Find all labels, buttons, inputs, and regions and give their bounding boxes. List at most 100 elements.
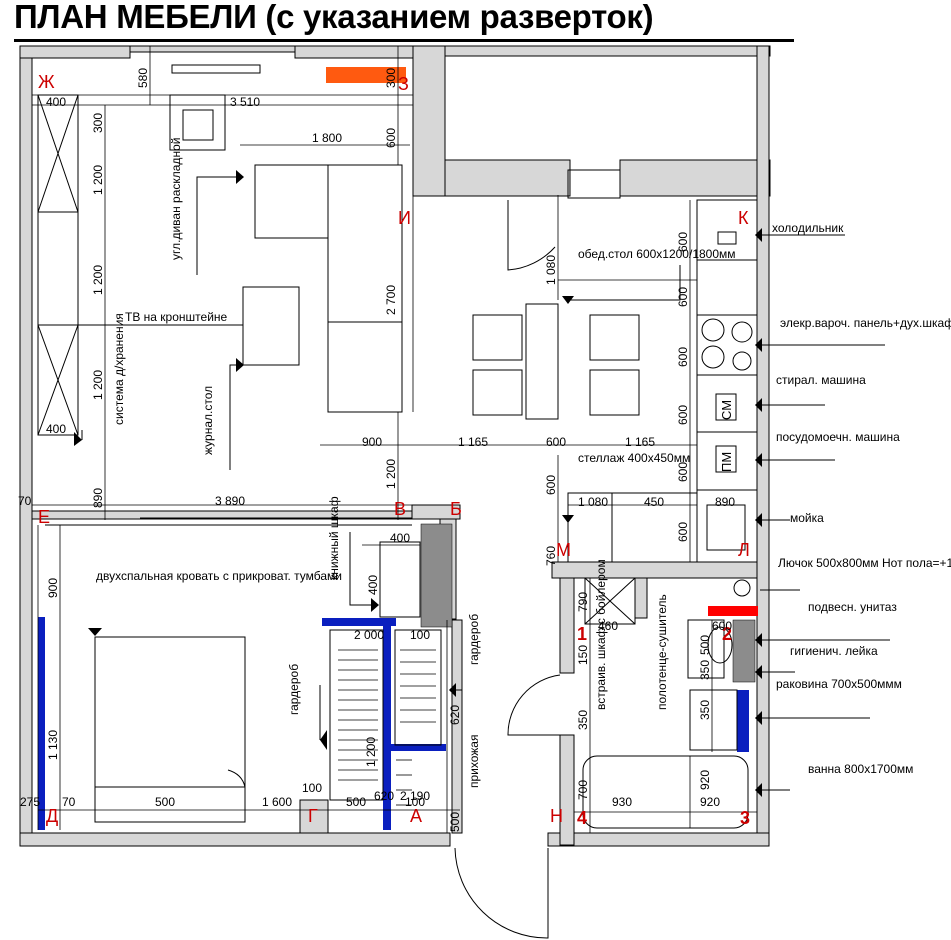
callout-washbasin: раковина 700х500ммм [776, 677, 902, 691]
callout-dishwasher: посудомоечн. машина [776, 430, 900, 444]
dimension-lines [32, 46, 757, 833]
dimension-label: 100 [405, 795, 425, 809]
dimension-label: 1 080 [544, 255, 558, 285]
label-washer: СМ [719, 400, 734, 420]
marker-16: 4 [577, 808, 587, 828]
dimension-label: 920 [698, 770, 712, 790]
room-labels: угл.диван раскладной ТВ на кронштейне си… [96, 138, 736, 788]
dimension-label: 350 [698, 660, 712, 680]
marker-5: В [394, 499, 406, 519]
callouts: холодильник элекр.вароч. панель+дух.шкаф… [772, 221, 951, 776]
dimension-label: 620 [374, 789, 394, 803]
dimension-label: 450 [644, 495, 664, 509]
dimension-label: 600 [544, 475, 558, 495]
label-sofa: угл.диван раскладной [169, 138, 183, 260]
dimension-label: 600 [676, 287, 690, 307]
label-bed: двухспальная кровать с прикроват. тумбам… [96, 569, 342, 583]
dimension-label: 100 [302, 781, 322, 795]
label-shelf: стеллаж 400х450мм [578, 451, 690, 465]
label-tv: ТВ на кронштейне [125, 310, 228, 324]
dimension-label: 3 510 [230, 95, 260, 109]
dimension-label: 790 [576, 592, 590, 612]
marker-10: Г [308, 806, 318, 826]
marker-15: 3 [740, 808, 750, 828]
callout-shower: гигиенич. лейка [790, 644, 878, 658]
dimension-label: 600 [676, 522, 690, 542]
dimension-label: 600 [676, 405, 690, 425]
gray-installation [732, 619, 756, 683]
label-hallway: прихожая [467, 735, 481, 788]
dimension-label: 1 200 [91, 165, 105, 195]
callout-hatch: Лючок 500х800мм Нот пола=+1.200мм [778, 556, 951, 570]
marker-9: Д [46, 806, 58, 826]
label-coffee-table: журнал.стол [201, 386, 215, 455]
furniture [37, 64, 758, 939]
dimension-label: 1 165 [458, 435, 488, 449]
marker-1: З [398, 74, 409, 94]
dimension-label: 1 600 [262, 795, 292, 809]
gray-column [420, 523, 453, 628]
dimension-label: 400 [390, 531, 410, 545]
marker-8: Л [738, 540, 750, 560]
label-storage: система д/хранения [112, 313, 126, 425]
dimension-label: 400 [46, 95, 66, 109]
dimension-label: 460 [598, 619, 618, 633]
dimension-label: 930 [612, 795, 632, 809]
dimension-label: 3 890 [215, 494, 245, 508]
dimension-label: 890 [91, 488, 105, 508]
dimension-label: 500 [346, 795, 366, 809]
arrow-markers [74, 170, 762, 797]
marker-3: К [738, 208, 749, 228]
dimension-label: 2 000 [354, 628, 384, 642]
dimension-label: 2 190 [400, 789, 430, 803]
dimension-label: 1 200 [364, 737, 378, 767]
walls [19, 45, 771, 847]
dimension-label: 600 [676, 462, 690, 482]
marker-11: А [410, 806, 422, 826]
marker-7: М [556, 540, 571, 560]
dimension-label: 350 [698, 700, 712, 720]
marker-2: И [398, 208, 411, 228]
dimension-label: 600 [676, 347, 690, 367]
dimension-label: 500 [698, 635, 712, 655]
dimension-label: 890 [715, 495, 735, 509]
marker-13: 1 [577, 624, 587, 644]
label-towel-dryer: полотенце-сушитель [655, 594, 669, 710]
dimension-label: 300 [91, 113, 105, 133]
marker-6: Б [450, 499, 462, 519]
callout-sink: мойка [790, 511, 824, 525]
marker-14: 2 [722, 624, 732, 644]
dimension-label: 350 [576, 710, 590, 730]
dimension-label: 70 [62, 795, 76, 809]
callout-stove: элекр.вароч. панель+дух.шкаф [780, 316, 951, 330]
label-wardrobe-right: гардероб [467, 614, 481, 665]
dimension-label: 100 [410, 628, 430, 642]
dimension-label: 600 [676, 232, 690, 252]
plan-title: ПЛАН МЕБЕЛИ (с указанием разверток) [14, 0, 654, 35]
dimension-label: 2 700 [384, 285, 398, 315]
dimension-label: 400 [366, 575, 380, 595]
dimension-label: 1 200 [384, 459, 398, 489]
title-underline [14, 39, 794, 42]
dimension-label: 760 [544, 546, 558, 566]
dimension-label: 300 [384, 68, 398, 88]
dimension-label: 1 200 [91, 370, 105, 400]
callout-washer: стирал. машина [776, 373, 866, 387]
dimension-label: 600 [712, 619, 732, 633]
callout-fridge: холодильник [772, 221, 844, 235]
dimension-label: 500 [448, 812, 462, 832]
dimension-label: 150 [576, 645, 590, 665]
red-block-installation [708, 606, 758, 616]
label-dining-table: обед.стол 600х1200/1800мм [578, 247, 736, 261]
label-dishwasher: ПМ [719, 452, 734, 472]
callout-bath: ванна 800х1700мм [808, 762, 913, 776]
dimension-label: 620 [448, 705, 462, 725]
label-boiler-cabinet: встраив. шкаф с бойлером [594, 559, 608, 710]
dimension-label: 1 080 [578, 495, 608, 509]
dimension-label: 1 165 [625, 435, 655, 449]
blue-walls [38, 617, 749, 830]
dimension-label: 920 [700, 795, 720, 809]
